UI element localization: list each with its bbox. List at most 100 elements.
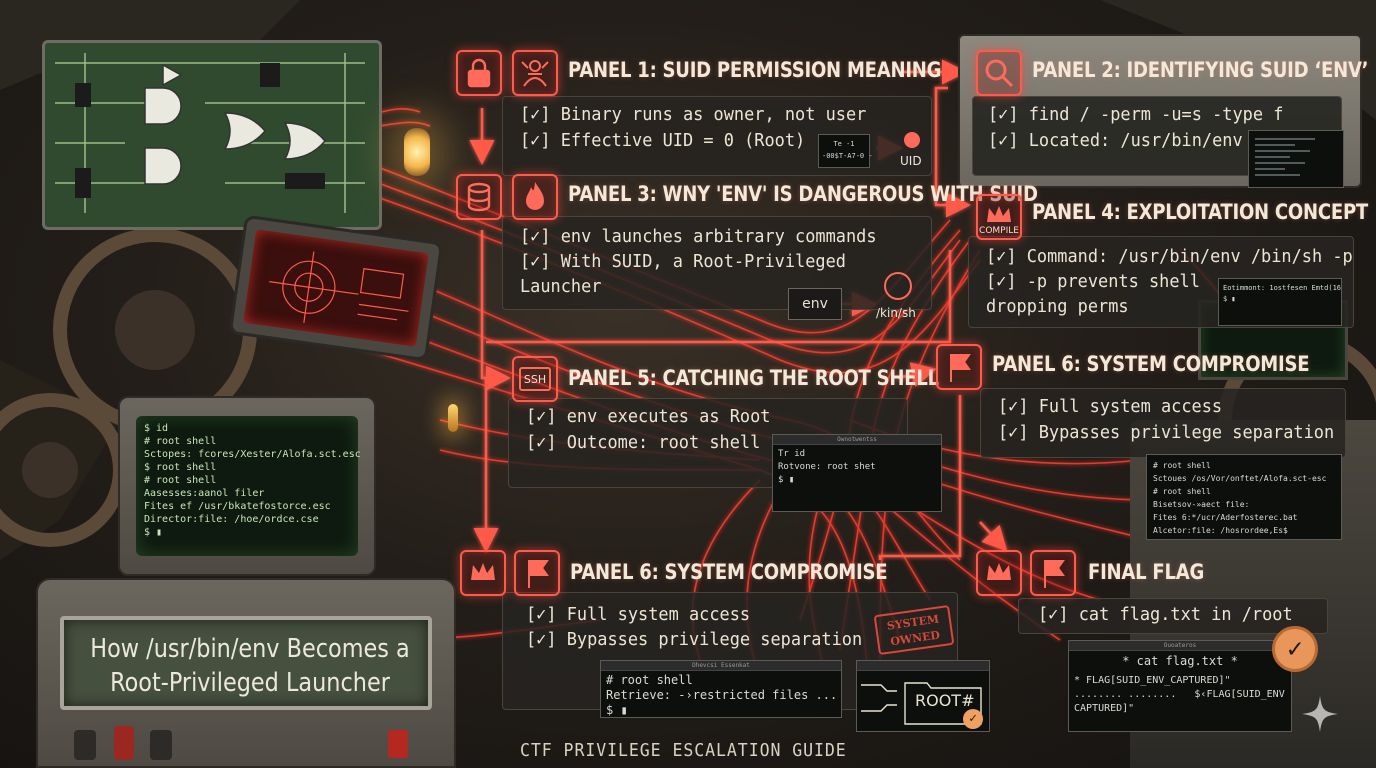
- flag-icon: [514, 550, 560, 596]
- panel-4-line: [✓] Command: /usr/bin/env /bin/sh -p: [986, 246, 1353, 267]
- root-shell-terminal: Ownotwentss Tr id Rotvone: root shet $ ▮: [772, 434, 942, 512]
- right-term-line: # root shell: [1153, 461, 1211, 470]
- right-term-line: Bisetsov-»aect file:: [1153, 500, 1250, 509]
- terminal-titlebar: Ownotwentss: [773, 435, 941, 445]
- crt-line: # root shell: [144, 436, 217, 447]
- crt-line: $ root shell: [144, 462, 217, 473]
- panel-5-line: [✓] Outcome: root shell: [526, 432, 761, 453]
- panel-1-line: [✓] Effective UID = 0 (Root): [520, 130, 806, 151]
- panel-6-upper-line: [✓] Full system access: [998, 396, 1223, 417]
- uid-term-line: -00$T-A7-0 -: [822, 152, 873, 160]
- restricted-terminal: Dhevcsi Essenkat # root shell Retrieve: …: [600, 660, 842, 718]
- user-switch-icon: [512, 50, 558, 96]
- crown-icon: [976, 550, 1022, 596]
- panel-5-line: [✓] env executes as Root: [526, 406, 771, 427]
- left-crt-screen: $ id # root shell Sctopes: fcores/Xester…: [136, 416, 361, 556]
- panel-3-line: [✓] env launches arbitrary commands: [520, 226, 877, 247]
- panel-3-line: Launcher: [520, 276, 602, 297]
- final-flag-title: FINAL FLAG: [1088, 560, 1205, 584]
- panel-2-line: [✓] find / -perm -u=s -type f: [988, 104, 1284, 125]
- env-box: env: [788, 288, 842, 320]
- exploit-term-line: Eotimmont: 1ostfesen Emtd(16: [1223, 284, 1342, 292]
- crt-line: $ ▮: [144, 527, 163, 538]
- user-icon: [904, 132, 920, 148]
- switch-icon: [114, 726, 134, 760]
- flag-term-line: CAPTURED]": [1074, 703, 1135, 714]
- uid-term-line: Te -1: [833, 140, 855, 148]
- flag-icon: [1030, 550, 1076, 596]
- search-icon: [976, 50, 1022, 96]
- lock-icon: [456, 50, 502, 96]
- final-flag-line: [✓] cat flag.txt in /root: [1038, 604, 1293, 625]
- kin-sh-label: /kin/sh: [876, 306, 916, 320]
- flag-term-line: * cat flag.txt *: [1122, 654, 1238, 668]
- final-flag-panel: [1018, 598, 1328, 634]
- right-term-line: Sctoues /os/Vor/onftet/Alofa.sct-esc: [1153, 474, 1327, 483]
- panel-1-title: PANEL 1: SUID PERMISSION MEANING: [568, 58, 942, 82]
- ssh-label: SSH: [523, 373, 547, 386]
- crt-line: Sctopes: fcores/Xester/Alofa.sct.esc: [144, 449, 361, 460]
- root-term-line: Rotvone: root shet: [778, 462, 876, 472]
- crt-line: # root shell: [144, 475, 217, 486]
- circuit-board: [42, 40, 382, 230]
- right-term-line: Alcetor:file: /hosrordee,Es$: [1153, 526, 1288, 535]
- plaque-line-1: How /usr/bin/env Becomes a: [90, 634, 410, 664]
- flag-term-line: * FLAG[SUID_ENV_CAPTURED]": [1074, 675, 1231, 686]
- database-icon: [456, 174, 502, 220]
- flame-icon: [512, 174, 558, 220]
- candle-icon: [448, 404, 458, 432]
- panel-4-line: [✓] -p prevents shell: [986, 271, 1200, 292]
- panel-3: [502, 216, 932, 310]
- title-plaque: How /usr/bin/env Becomes a Root-Privileg…: [60, 616, 432, 710]
- check-seal-icon: ✓: [1272, 626, 1318, 672]
- flag-icon: [936, 344, 982, 390]
- ssh-icon: SSH: [512, 356, 558, 402]
- crt-monitor: $ id # root shell Sctopes: fcores/Xester…: [118, 396, 376, 576]
- folder-icon: [861, 682, 982, 725]
- guide-footer: CTF PRIVILEGE ESCALATION GUIDE: [520, 740, 847, 761]
- right-term-line: # root shell: [1153, 487, 1211, 496]
- crt-line: Director:file: /hoe/ordce.cse: [144, 514, 319, 525]
- tablet-device: [228, 214, 444, 362]
- sparkle-icon: [1300, 694, 1340, 734]
- crown-icon: COMPILE: [976, 194, 1022, 240]
- panel-2-title: PANEL 2: IDENTIFYING SUID ‘ENV’: [1032, 58, 1369, 82]
- terminal-output-icon: [1255, 138, 1315, 176]
- right-terminal: # root shell Sctoues /os/Vor/onftet/Alof…: [1146, 454, 1342, 540]
- crt-line: Aasesses:aanol filer: [144, 488, 265, 499]
- knob-icon: [388, 730, 408, 758]
- plaque-line-2: Root-Privileged Launcher: [110, 668, 390, 698]
- crt-line: $ id: [144, 423, 169, 434]
- panel-6-lower-title: PANEL 6: SYSTEM COMPROMISE: [570, 560, 888, 584]
- panel-6-lower-line: [✓] Bypasses privilege separation: [526, 629, 863, 650]
- panel-5-title: PANEL 5: CATCHING THE ROOT SHELL: [568, 366, 939, 390]
- panel-6-upper-line: [✓] Bypasses privilege separation: [998, 422, 1335, 443]
- switch-icon: [150, 730, 172, 760]
- switch-icon: [74, 730, 96, 760]
- panel-1-line: [✓] Binary runs as owner, not user: [520, 104, 867, 125]
- logic-gates-icon: [55, 53, 365, 213]
- panel-6-lower-line: [✓] Full system access: [526, 604, 751, 625]
- restricted-term-line: Retrieve: -›restricted files ...: [606, 688, 838, 702]
- panel-3-line: [✓] With SUID, a Root-Privileged: [520, 251, 846, 272]
- panel-6-upper: [980, 388, 1346, 458]
- panel-6-upper-title: PANEL 6: SYSTEM COMPROMISE: [992, 352, 1310, 376]
- uid-label: UID: [900, 154, 922, 168]
- check-badge-icon: ✓: [963, 709, 983, 729]
- right-term-line: Fites 6:*/ucr/Aderfosterec.bat: [1153, 513, 1298, 522]
- compile-label: COMPILE: [979, 226, 1019, 236]
- exploit-terminal: Eotimmont: 1ostfesen Emtd(16 $ ▮: [1218, 278, 1342, 326]
- panel-4-title: PANEL 4: EXPLOITATION CONCEPT: [1032, 200, 1368, 224]
- radar-icon: [269, 251, 409, 323]
- root-term-line: Tr id: [778, 449, 806, 459]
- terminal-titlebar: Ouoateros: [1069, 641, 1291, 651]
- console-machine: How /usr/bin/env Becomes a Root-Privileg…: [36, 578, 456, 768]
- exploit-term-line: $ ▮: [1223, 295, 1236, 303]
- restricted-term-line: # root shell: [606, 673, 693, 687]
- flag-terminal: Ouoateros * cat flag.txt * * FLAG[SUID_E…: [1068, 640, 1292, 732]
- shell-user-icon: [884, 272, 912, 300]
- crt-line: Fites ef /usr/bkatefostorce.esc: [144, 501, 331, 512]
- panel-4-line: dropping perms: [986, 296, 1129, 317]
- flag-term-line: ........ ........ $‹FLAG[SUID_ENV: [1074, 689, 1285, 700]
- uid-terminal: Te -1 -00$T-A7-0 -: [818, 134, 873, 168]
